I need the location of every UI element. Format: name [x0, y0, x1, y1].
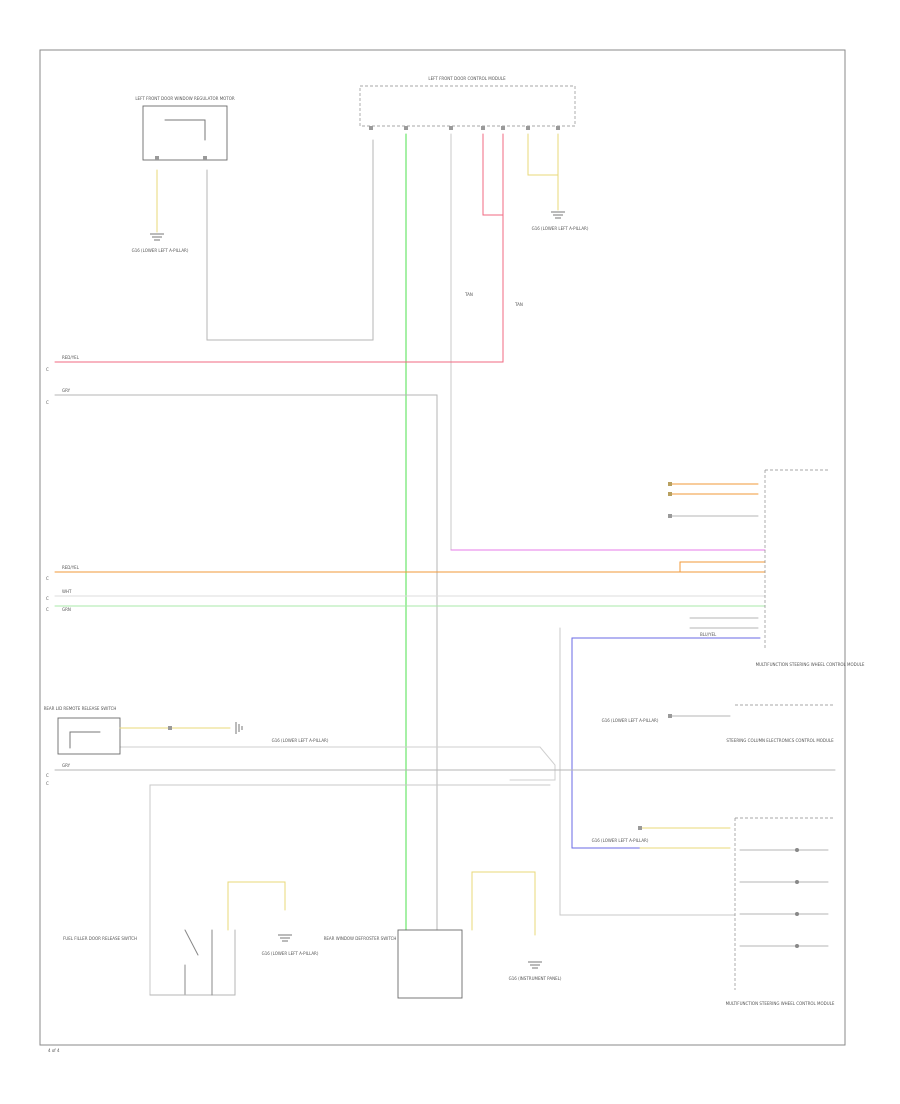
module-label-top-left: LEFT FRONT DOOR WINDOW REGULATOR MOTOR: [135, 96, 235, 101]
window-regulator-motor: LEFT FRONT DOOR WINDOW REGULATOR MOTOR G…: [132, 96, 235, 253]
ground-symbol: [278, 934, 292, 942]
left-front-door-control-module: LEFT FRONT DOOR CONTROL MODULE: [359, 76, 576, 130]
ground-symbol: [150, 233, 164, 241]
module-pins: [369, 126, 560, 130]
wire-blue: [571, 637, 761, 849]
ground-symbol: [551, 211, 565, 219]
multifunction-steering-wheel-control-module: MULTIFUNCTION STEERING WHEEL CONTROL MOD…: [668, 469, 865, 667]
wire-yellow-top-right: [527, 133, 559, 211]
rear-lid-remote-release-switch: REAR LID REMOTE RELEASE SWITCH G16 (LOWE…: [44, 706, 329, 755]
connector-side-c1: C: [46, 367, 49, 372]
ground-symbol: [235, 722, 243, 734]
tan-label-1: TAN: [464, 292, 473, 297]
wire-orange-branch: [679, 561, 766, 573]
ground-label-bottom-center: G16 (INSTRUMENT PANEL): [509, 976, 562, 981]
wire-label-gray: GRY: [62, 388, 71, 393]
rear-window-defroster-switch: REAR WINDOW DEFROSTER SWITCH G16 (INSTRU…: [324, 871, 562, 999]
right-bottom-module: MULTIFUNCTION STEERING WHEEL CONTROL MOD…: [592, 817, 835, 1006]
wire-gray-mid-a: [119, 746, 556, 781]
fuel-filler-door-release-switch: FUEL FILLER DOOR RELEASE SWITCH G16 (LOW…: [63, 881, 319, 996]
module-label-left-mid: REAR LID REMOTE RELEASE SWITCH: [44, 706, 117, 711]
module-label-bottom-left: FUEL FILLER DOOR RELEASE SWITCH: [63, 936, 137, 941]
page-number: 4 of 4: [48, 1048, 60, 1053]
wire-label-red: RED/YEL: [62, 355, 80, 360]
wire-gray-right: [559, 627, 736, 916]
steering-column-electronics: STEERING COLUMN ELECTRONICS CONTROL MODU…: [602, 704, 835, 743]
connector-side-c3: C: [46, 576, 49, 581]
connector-side-c5: C: [46, 607, 49, 612]
ground-symbol: [528, 961, 542, 969]
connector-side-c6: C: [46, 773, 49, 778]
module-label-top-center: LEFT FRONT DOOR CONTROL MODULE: [428, 76, 506, 81]
wire-red-horizontal: [54, 339, 504, 363]
ground-label-top-left: G16 (LOWER LEFT A-PILLAR): [132, 248, 189, 253]
wire-label-blue: BLU/YEL: [700, 632, 717, 637]
wire-gray-bottom-left: [149, 784, 551, 996]
ground-label-right-b: G16 (LOWER LEFT A-PILLAR): [592, 838, 649, 843]
wire-label-white: WHT: [62, 589, 72, 594]
connector-side-c4: C: [46, 596, 49, 601]
wire-gray-top: [206, 139, 374, 341]
tan-label-2: TAN: [514, 302, 523, 307]
module-label-bottom-center: REAR WINDOW DEFROSTER SWITCH: [324, 936, 397, 941]
wire-red-splice-a: [482, 133, 504, 216]
module-label-right: MULTIFUNCTION STEERING WHEEL CONTROL MOD…: [756, 662, 865, 667]
ground-label-right-a: G16 (LOWER LEFT A-PILLAR): [602, 718, 659, 723]
ground-label-left-mid: G16 (LOWER LEFT A-PILLAR): [272, 738, 329, 743]
connector-side-c2: C: [46, 400, 49, 405]
wire-label-gray-lower: GRY: [62, 763, 71, 768]
module-label-right-bottom: MULTIFUNCTION STEERING WHEEL CONTROL MOD…: [726, 1001, 835, 1006]
connector-side-c7: C: [46, 781, 49, 786]
wire-gray-horizontal: [54, 394, 438, 931]
diagram-frame: [39, 49, 846, 1046]
module-label-right-mid: STEERING COLUMN ELECTRONICS CONTROL MODU…: [726, 738, 834, 743]
wire-label-orange: RED/YEL: [62, 565, 80, 570]
wire-label-green: GRN: [62, 607, 71, 612]
ground-label-bottom-left: G16 (LOWER LEFT A-PILLAR): [262, 951, 319, 956]
ground-label-top-right: G16 (LOWER LEFT A-PILLAR): [532, 226, 589, 231]
